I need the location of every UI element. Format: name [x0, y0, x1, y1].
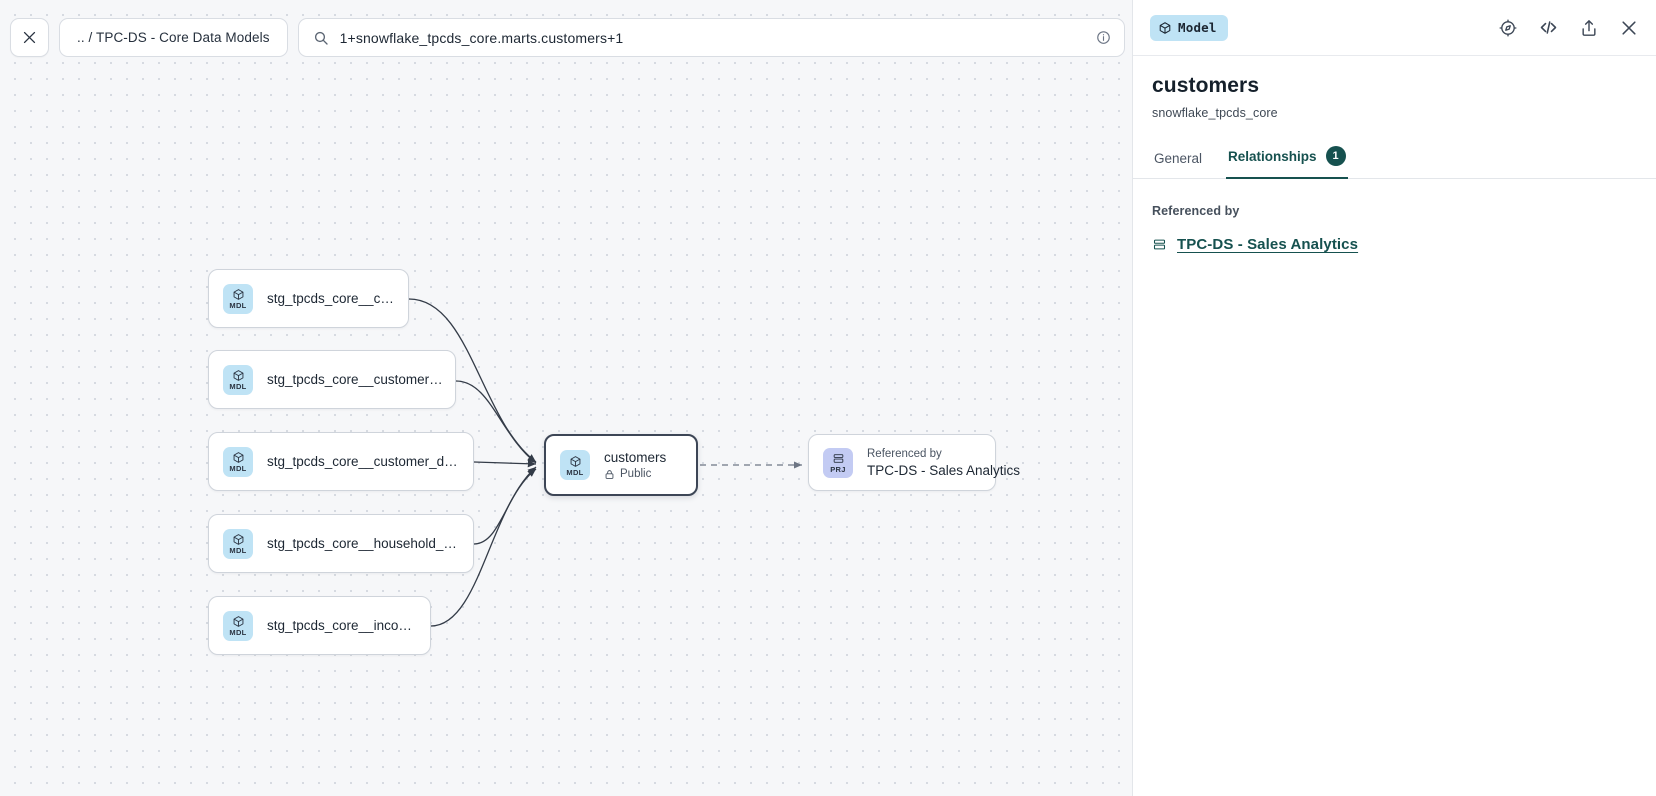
badge-text: MDL	[229, 301, 247, 310]
badge-text: MDL	[229, 546, 247, 555]
tab-relationships[interactable]: Relationships 1	[1226, 146, 1348, 179]
visibility-label: Public	[620, 468, 652, 480]
lineage-edges	[408, 298, 802, 627]
badge-text: MDL	[566, 467, 584, 477]
panel-subtitle: snowflake_tpcds_core	[1152, 106, 1278, 120]
node-title: customers	[604, 450, 667, 465]
info-circle-icon[interactable]	[1096, 30, 1111, 45]
model-badge: MDL	[223, 446, 253, 477]
badge-text: MDL	[229, 628, 247, 637]
graph-node-upstream[interactable]: MDL stg_tpcds_core__household_demogr…	[208, 514, 474, 573]
badge-text: PRJ	[830, 465, 846, 474]
code-icon[interactable]	[1538, 17, 1559, 38]
node-label: stg_tpcds_core__income_band	[267, 618, 430, 633]
cube-icon	[233, 289, 243, 300]
close-icon	[23, 31, 36, 44]
node-visibility: Public	[604, 468, 666, 480]
tab-general[interactable]: General	[1152, 151, 1204, 179]
lineage-search[interactable]	[297, 18, 1125, 57]
breadcrumb[interactable]: .. / TPC-DS - Core Data Models	[59, 18, 288, 57]
graph-node-upstream[interactable]: MDL stg_tpcds_core__customer	[208, 269, 409, 328]
graph-node-upstream[interactable]: MDL stg_tpcds_core__income_band	[208, 596, 431, 655]
model-badge: MDL	[223, 610, 253, 641]
lock-icon	[605, 469, 614, 479]
node-label: stg_tpcds_core__customer_address	[267, 372, 455, 387]
node-label: stg_tpcds_core__customer	[267, 291, 408, 306]
list-item[interactable]: TPC-DS - Sales Analytics	[1152, 236, 1637, 253]
project-icon	[833, 454, 843, 463]
compass-icon[interactable]	[1498, 18, 1518, 38]
relationships-body: Referenced by TPC-DS - Sales Analytics	[1133, 179, 1656, 253]
model-badge: MDL	[223, 528, 253, 559]
panel-identity: customers snowflake_tpcds_core	[1133, 56, 1656, 120]
cube-icon	[233, 616, 243, 627]
node-title: TPC-DS - Sales Analytics	[867, 462, 1021, 478]
tab-label: General	[1154, 151, 1203, 166]
canvas-toolbar: .. / TPC-DS - Core Data Models	[10, 18, 1132, 57]
tab-count-badge: 1	[1325, 146, 1346, 166]
lineage-canvas[interactable]: .. / TPC-DS - Core Data Models	[0, 0, 1132, 796]
close-icon[interactable]	[1619, 18, 1639, 38]
node-label: stg_tpcds_core__customer_demogra…	[267, 454, 473, 469]
cube-icon	[570, 455, 580, 467]
node-kicker: Referenced by	[867, 447, 942, 460]
asset-type-chip[interactable]: Model	[1150, 14, 1228, 41]
project-icon	[1153, 239, 1166, 250]
graph-node-downstream[interactable]: PRJ Referenced by TPC-DS - Sales Analyti…	[808, 434, 1020, 491]
graph-node-selected[interactable]: MDL customers Public	[544, 434, 698, 496]
tab-label: Relationships	[1228, 148, 1317, 164]
section-label-referenced-by: Referenced by	[1152, 204, 1240, 218]
panel-header-actions	[1498, 17, 1639, 38]
node-text-stack: customers Public	[604, 450, 676, 480]
referenced-by-link[interactable]: TPC-DS - Sales Analytics	[1177, 236, 1359, 253]
panel-tabs: General Relationships 1	[1133, 146, 1656, 179]
page-title: customers	[1152, 74, 1260, 97]
cube-icon	[1159, 21, 1171, 34]
asset-type-label: Model	[1178, 20, 1217, 35]
model-badge: MDL	[223, 283, 253, 314]
share-icon[interactable]	[1579, 18, 1599, 38]
model-badge: MDL	[560, 450, 590, 480]
graph-node-upstream[interactable]: MDL stg_tpcds_core__customer_address	[208, 350, 456, 409]
badge-text: MDL	[229, 382, 247, 391]
node-label: stg_tpcds_core__household_demogr…	[267, 536, 473, 551]
search-input[interactable]	[339, 29, 1085, 46]
details-panel: Model	[1132, 0, 1656, 796]
cube-icon	[233, 452, 243, 463]
cube-icon	[233, 370, 243, 381]
project-badge: PRJ	[823, 447, 853, 478]
search-icon	[314, 31, 328, 45]
badge-text: MDL	[229, 464, 247, 473]
model-badge: MDL	[223, 364, 253, 395]
panel-header: Model	[1133, 0, 1656, 56]
node-text-stack: Referenced by TPC-DS - Sales Analytics	[867, 448, 1030, 478]
cube-icon	[233, 534, 243, 545]
graph-node-upstream[interactable]: MDL stg_tpcds_core__customer_demogra…	[208, 432, 474, 491]
close-lineage-button[interactable]	[10, 18, 49, 57]
